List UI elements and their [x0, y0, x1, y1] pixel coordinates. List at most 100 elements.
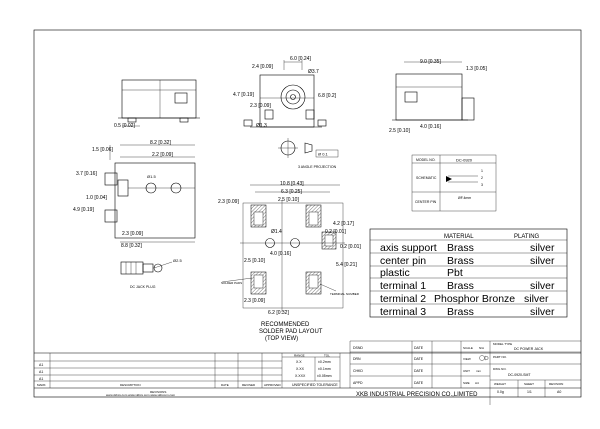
- units-value: mm: [476, 369, 481, 373]
- pad-dim-bottom2: 6.2 [0.32]: [268, 310, 289, 316]
- material-cell-4-2: silver: [524, 293, 549, 305]
- right-dim-4: 4.0 [0.16]: [420, 124, 441, 130]
- pad-dim-top2: 6.3 [0.25]: [281, 189, 302, 195]
- material-cell-0-0: axis support: [380, 242, 437, 254]
- sig-date-3: DATE: [414, 369, 424, 373]
- schematic-model-label: MODEL NO.: [416, 158, 436, 162]
- rev-urls: www.xkbcs.com www.xkbcs.com www.xkbconn.…: [106, 393, 176, 397]
- tol-tol-label: TOL: [324, 353, 330, 357]
- front-dim-5: 2.3 [0.09]: [250, 103, 271, 109]
- material-cell-4-1: Phosphor Bronze: [434, 293, 515, 305]
- tol-range-3: X.XXX: [295, 374, 306, 378]
- units-label: UNIT: [463, 369, 470, 373]
- size-label: SIZE: [463, 381, 470, 385]
- tol-range-2: X.XX: [296, 367, 305, 371]
- rev-row-3: A1: [39, 377, 43, 381]
- detail-label: DC JACK PLUG: [130, 285, 156, 289]
- sheet-label: SHEET: [524, 382, 534, 386]
- scale-value: N/A: [479, 346, 484, 350]
- right-dim-3: 2.5 [0.10]: [389, 128, 410, 134]
- material-cell-1-0: center pin: [380, 255, 426, 267]
- top-dim-7: 4.9 [0.19]: [73, 207, 94, 213]
- pad-dim-right3: 0.2 [0.01]: [340, 244, 361, 250]
- sig-chkd: CHKD: [353, 369, 363, 373]
- revision-value: A0: [557, 390, 561, 394]
- company-name: XKB INDUSTRIAL PRECISION CO.,LIMITED: [356, 392, 478, 398]
- rev-row-2: A1: [39, 370, 43, 374]
- right-side-view: 9.0 [0.35] 1.3 [0.05] 2.5 [0.10] 4.0 [0.…: [389, 59, 487, 134]
- outer-border: [33, 29, 582, 398]
- weight-label: WEIGHT: [494, 382, 506, 386]
- scale-label: SCALE: [463, 346, 473, 350]
- front-dim-2: 6.0 [0.24]: [290, 56, 311, 62]
- material-cell-3-1: Brass: [447, 280, 474, 292]
- pad-dim-hole: Ø1.4: [271, 229, 282, 235]
- schematic-pin-3: 3: [481, 183, 483, 187]
- model-type-value: DC POWER JACK: [514, 347, 544, 351]
- projection-symbol: Ø 0.1 3 ANGLE PROJECTION: [278, 138, 339, 169]
- top-dim-5: Ø1.5: [147, 174, 156, 179]
- schematic-model-value: DC-0920: [456, 158, 473, 163]
- stamp-text: Ø 0.1: [318, 152, 329, 157]
- sig-date-2: DATE: [414, 357, 424, 361]
- top-dim-1: 1.5 [0.06]: [92, 147, 113, 153]
- schematic-pin-1: 1: [481, 169, 483, 173]
- top-dim-4: 3.7 [0.16]: [76, 171, 97, 177]
- material-cell-5-0: terminal 3: [380, 306, 426, 318]
- size-value: A4: [475, 381, 479, 385]
- material-cell-0-2: silver: [530, 242, 555, 254]
- top-dim-6: 1.0 [0.04]: [86, 195, 107, 201]
- schematic-pin-2: 2: [481, 176, 483, 180]
- dwg-no-label: DWG NO.: [493, 367, 507, 371]
- solder-pads-label: SOLDER PADS: [221, 281, 242, 285]
- rev-mark-label: MARK: [37, 383, 46, 387]
- pad-dim-right2: 0.2 [0.01]: [325, 229, 346, 235]
- material-cell-1-2: silver: [530, 255, 555, 267]
- material-cell-3-2: silver: [530, 280, 555, 292]
- terminal-number-label: TERMINAL NUMBER: [330, 292, 360, 296]
- front-dim-1: 2.4 [0.09]: [252, 64, 273, 70]
- pad-dim-right1: 4.2 [0.17]: [333, 221, 354, 227]
- tol-range-label: RANGE: [294, 353, 305, 357]
- sig-date-1: DATE: [414, 346, 424, 350]
- front-dim-7: Ø1.3: [256, 123, 267, 129]
- top-dim-2: 8.2 [0.32]: [150, 140, 171, 146]
- material-cell-2-1: Pbt: [447, 267, 463, 279]
- material-cell-2-0: plastic: [380, 267, 410, 279]
- detail-plug: Ø2.5 DC JACK PLUG: [120, 258, 182, 289]
- pad-dim-top: 10.8 [0.43]: [280, 181, 304, 187]
- front-dim-4: 4.7 [0.19]: [233, 92, 254, 98]
- sheet-value: 1/1: [527, 390, 532, 394]
- left-side-view: 0.5 [0.02]: [114, 79, 200, 129]
- rev-row-1: A1: [39, 363, 43, 367]
- rev-revisions-label: REVISIONS: [150, 390, 166, 394]
- pad-caption-1: RECOMMENDED: [261, 322, 310, 328]
- solder-pad-layout: 10.8 [0.43] 6.3 [0.25] 2.5 [0.10] 2.3 [0…: [218, 181, 361, 342]
- weight-value: 0.0g: [497, 390, 504, 394]
- sig-appd: APPD: [353, 381, 363, 385]
- schematic-center-label: CENTER PIN: [415, 200, 437, 204]
- top-dim-9: 8.8 [0.32]: [121, 243, 142, 249]
- dwg-no-value: DC-0920-SMT: [508, 373, 531, 377]
- top-dim-3: 2.2 [0.09]: [152, 152, 173, 158]
- view-label: VIEW: [463, 357, 471, 361]
- front-view: 2.4 [0.09] 6.0 [0.24] Ø3.7 4.7 [0.19] 2.…: [233, 56, 337, 129]
- sig-drn: DRN: [353, 357, 361, 361]
- tol-range-1: X.X: [296, 360, 302, 364]
- pad-dim-midleft: 2.5 [0.10]: [244, 258, 265, 264]
- schematic-box: MODEL NO. DC-0920 SCHEMATIC CENTER PIN Ø…: [411, 154, 497, 212]
- schematic-center-value: ØF.4mm: [458, 196, 471, 200]
- tol-note: UNSPECIFIED TOLERANCE: [292, 383, 338, 387]
- material-table: MATERIAL PLATING axis support Brass silv…: [369, 228, 568, 318]
- pad-dim-bottom1: 2.3 [0.09]: [244, 298, 265, 304]
- left-dim-1: 0.5 [0.02]: [114, 123, 135, 129]
- material-cell-4-0: terminal 2: [380, 293, 426, 305]
- material-cell-0-1: Brass: [447, 242, 474, 254]
- tol-value-2: ±0.1mm: [318, 367, 331, 371]
- rev-date-label: DATE: [221, 383, 229, 387]
- tol-value-3: ±0.05mm: [317, 374, 332, 378]
- tol-value-1: ±0.2mm: [318, 360, 331, 364]
- material-header-plating: PLATING: [514, 234, 540, 240]
- right-dim-2: 1.3 [0.05]: [466, 66, 487, 72]
